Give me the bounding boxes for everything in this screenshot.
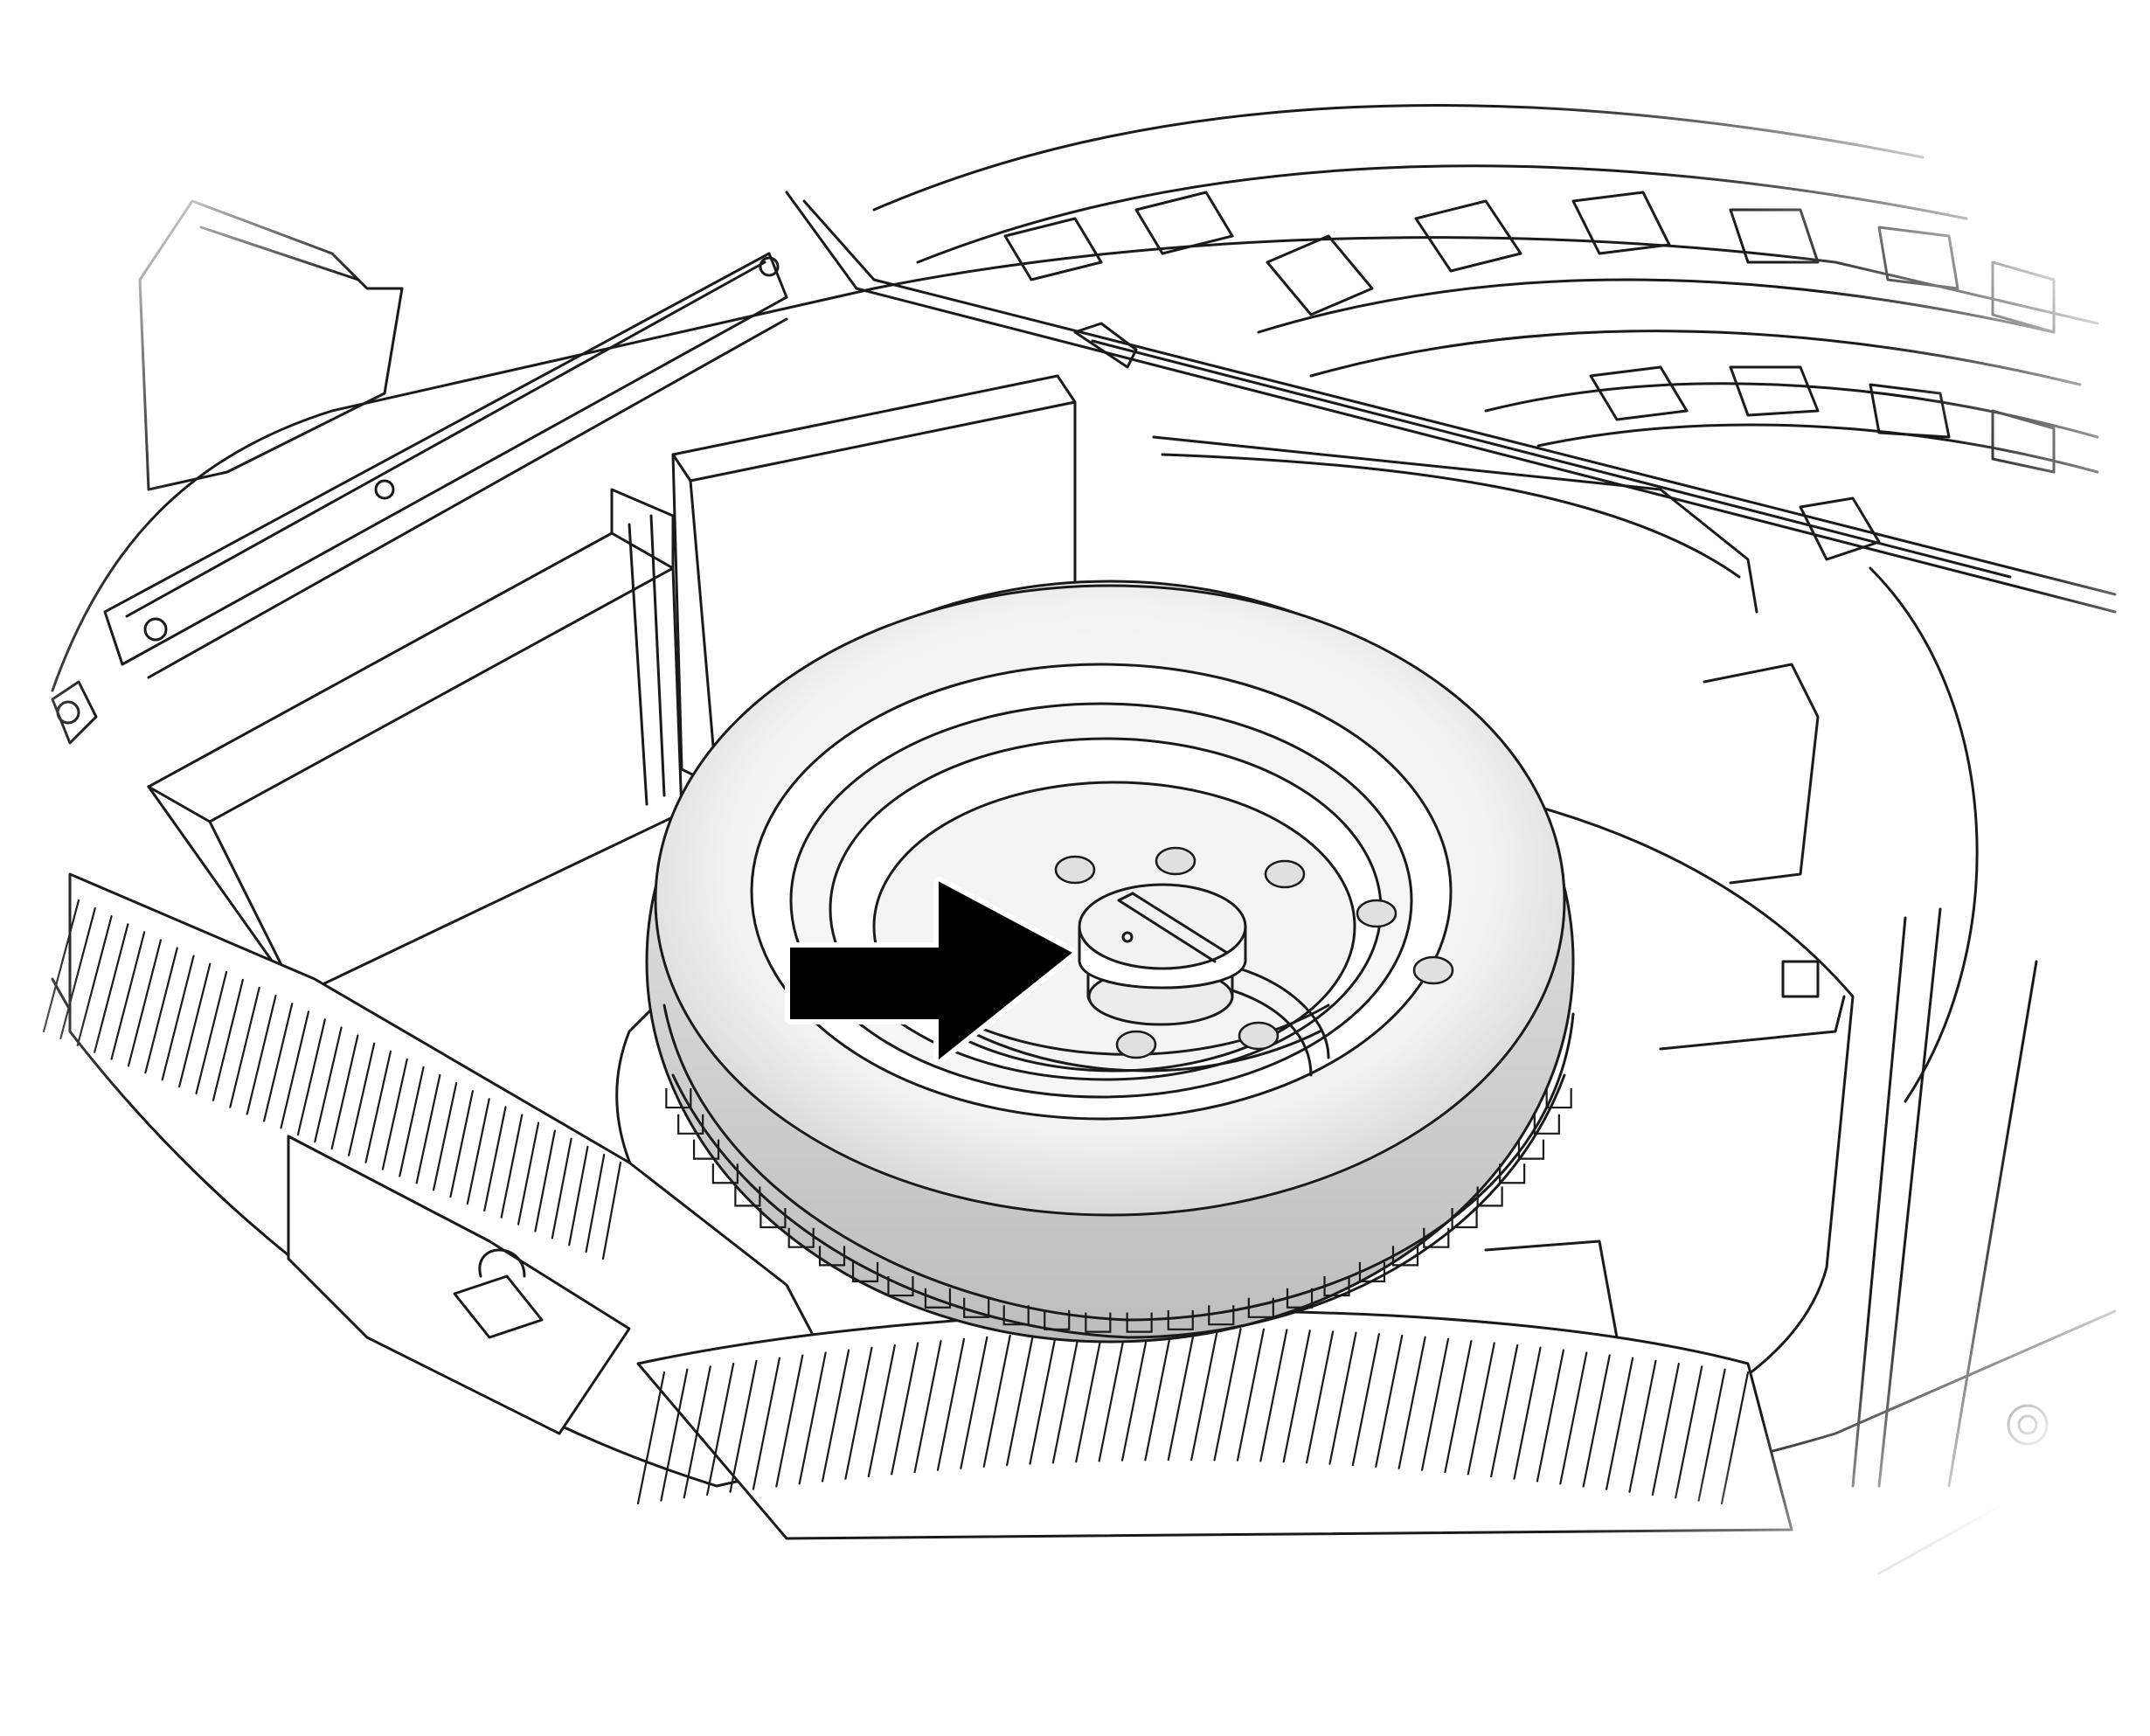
vignette-overlay bbox=[0, 0, 2150, 1736]
spare-tire-illustration bbox=[0, 0, 2150, 1736]
